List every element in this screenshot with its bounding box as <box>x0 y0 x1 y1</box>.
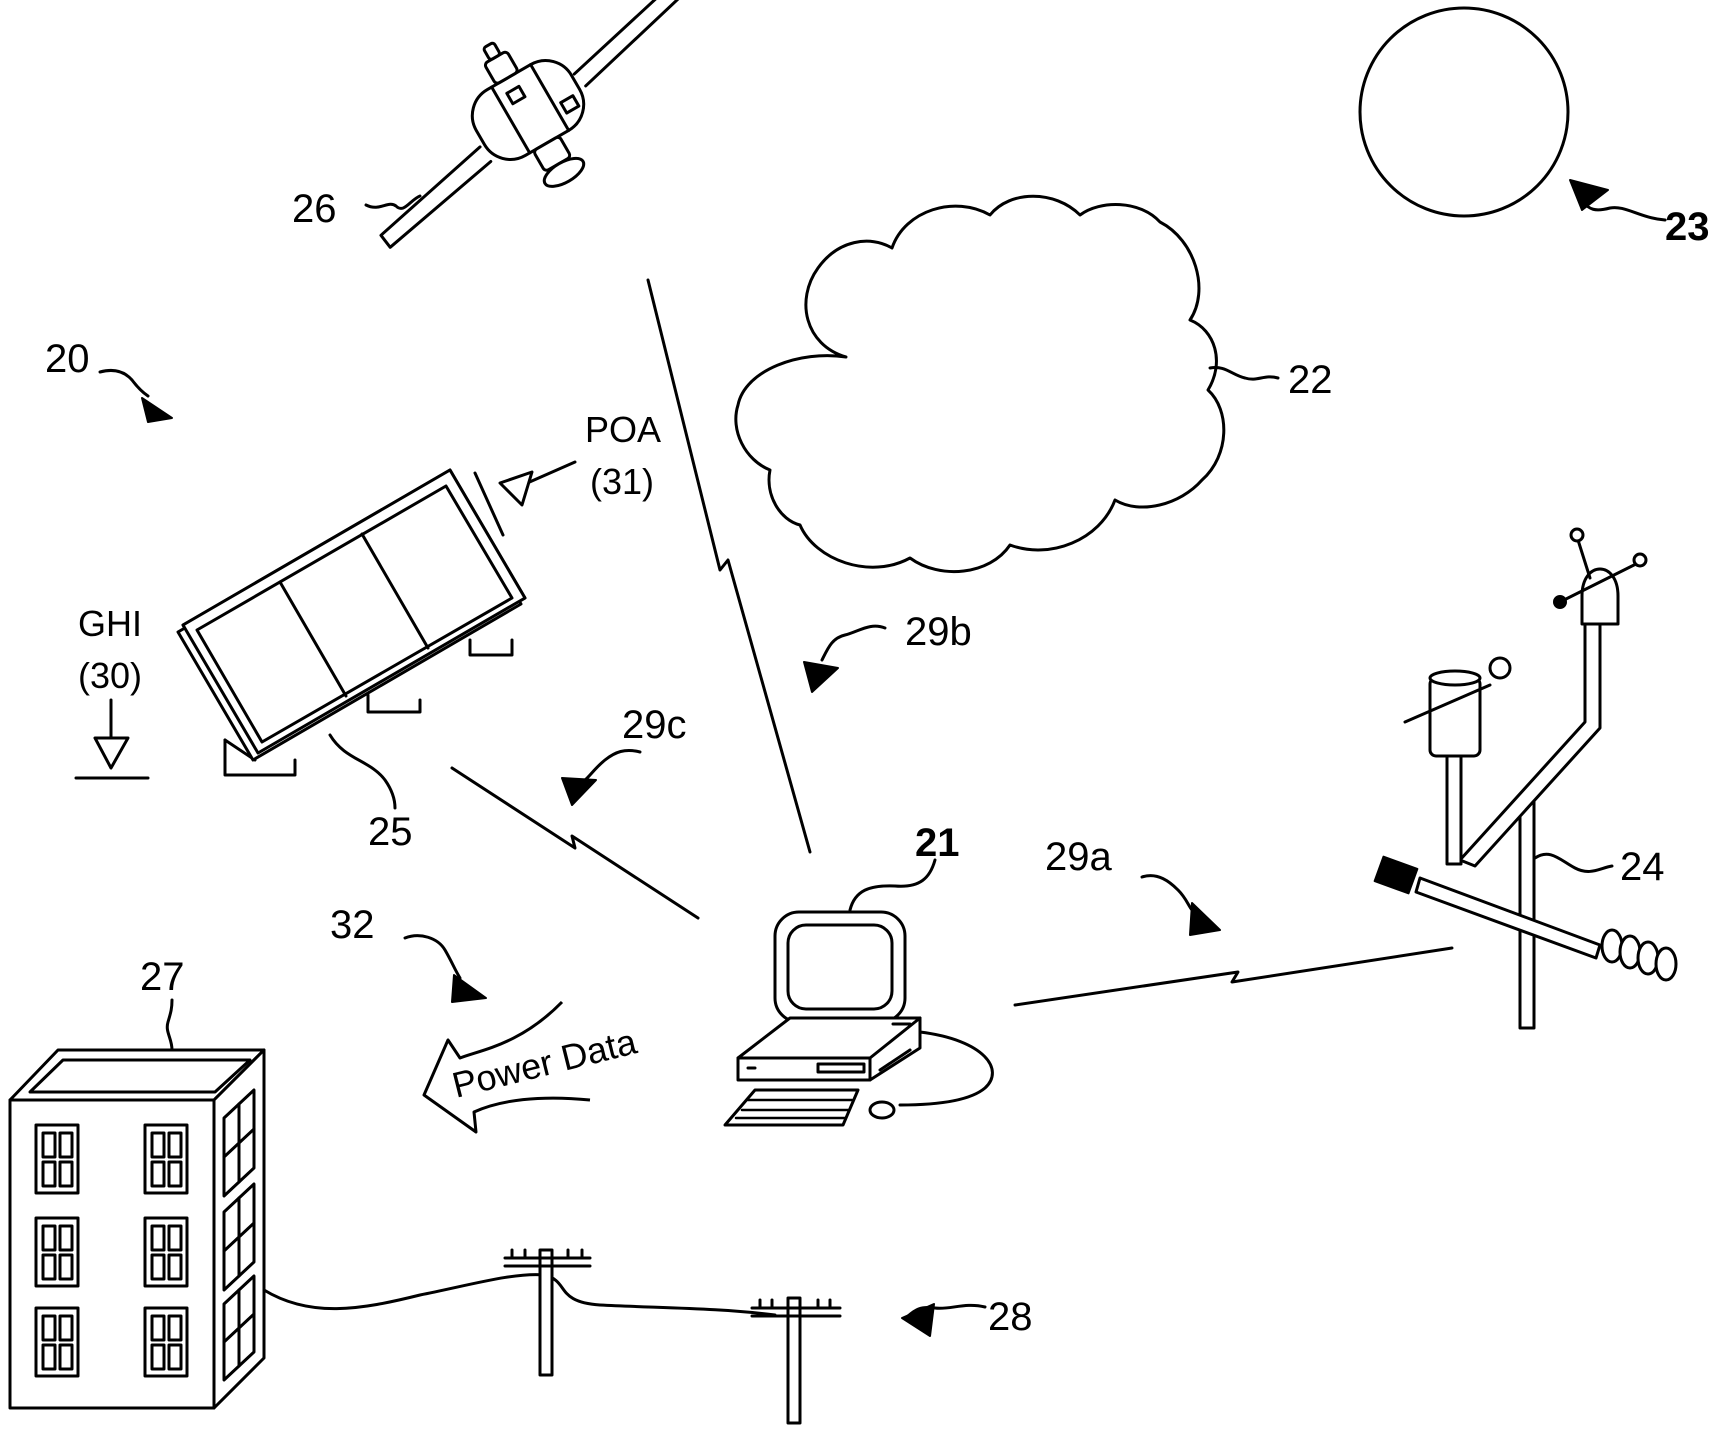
label-solar-panel: 25 <box>368 810 413 854</box>
wireless-link-b <box>648 280 810 852</box>
label-building: 27 <box>140 955 185 999</box>
label-satellite: 26 <box>292 187 337 231</box>
link-a-leader <box>1142 876 1220 935</box>
system-leader <box>100 370 172 422</box>
label-ghi-ref: (30) <box>78 655 142 696</box>
label-link-b: 29b <box>905 610 972 654</box>
label-poa-ref: (31) <box>590 461 654 502</box>
building-icon <box>10 1050 264 1408</box>
sun-leader <box>1570 180 1665 220</box>
coil-sensor-icon <box>1602 930 1676 980</box>
computer-leader <box>850 860 935 910</box>
label-link-c: 29c <box>622 703 687 747</box>
label-power-data-flow: 32 <box>330 903 375 947</box>
label-ghi-title: GHI <box>78 603 142 644</box>
label-system: 20 <box>45 337 90 381</box>
power-lines-icon <box>264 1250 840 1423</box>
cloud-leader <box>1210 367 1278 379</box>
power-lines-leader <box>902 1304 985 1336</box>
power-data-arrow: Power Data <box>424 1002 641 1132</box>
weather-station-leader <box>1535 854 1612 871</box>
label-weather-station: 24 <box>1620 845 1665 889</box>
building-leader <box>167 1000 172 1050</box>
computer-icon <box>725 912 992 1125</box>
wireless-link-a <box>1015 948 1452 1005</box>
satellite-icon <box>325 0 743 276</box>
label-computer: 21 <box>915 821 960 865</box>
label-sun: 23 <box>1665 205 1710 249</box>
label-link-a: 29a <box>1045 835 1112 879</box>
label-cloud: 22 <box>1288 358 1333 402</box>
solar-panel-leader <box>330 735 395 808</box>
ghi-arrow <box>76 700 148 778</box>
sun-icon <box>1360 8 1568 216</box>
poa-arrow <box>475 462 575 535</box>
cloud-icon <box>736 196 1224 571</box>
link-c-leader <box>562 750 640 805</box>
solar-panel-icon <box>178 470 525 775</box>
label-power-lines: 28 <box>988 1295 1033 1339</box>
power-data-flow-leader <box>405 936 486 1002</box>
label-poa-title: POA <box>585 409 661 450</box>
link-b-leader <box>804 626 885 692</box>
